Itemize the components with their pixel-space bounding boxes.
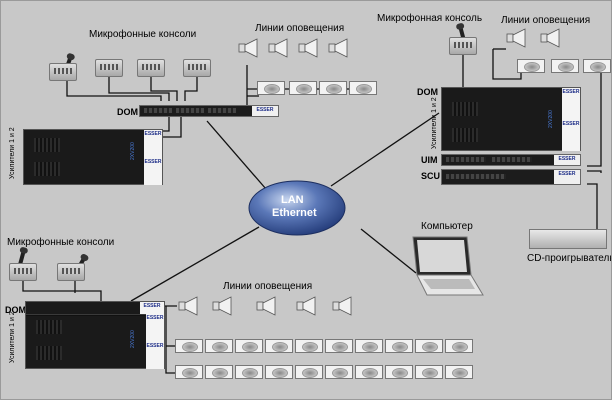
ceiling-speaker-icon bbox=[349, 81, 377, 95]
ethernet-label: Ethernet bbox=[272, 207, 317, 219]
dom-label-top-right: DOM bbox=[417, 87, 438, 97]
ceiling-speaker-icon bbox=[583, 59, 611, 73]
ceiling-speaker-icon bbox=[265, 339, 293, 353]
model-tag: 2XV200 bbox=[548, 110, 554, 128]
brand-tag: ESSER bbox=[562, 88, 580, 120]
brand-tag: ESSER bbox=[146, 314, 164, 342]
mic-console-1 bbox=[49, 63, 77, 81]
lines-label-top-right: Линии оповещения bbox=[501, 15, 591, 26]
amplifier-rack-top-left: ESSER ESSER 2XV200 bbox=[23, 129, 163, 185]
lan-link-computer bbox=[360, 228, 417, 274]
ceiling-speaker-icon bbox=[205, 365, 233, 379]
scu-module: ESSER bbox=[441, 169, 581, 185]
ceiling-speaker-icon bbox=[445, 365, 473, 379]
brand-tag: ESSER bbox=[144, 130, 162, 158]
brand-tag: ESSER bbox=[144, 158, 162, 185]
ceiling-speaker-icon bbox=[257, 81, 285, 95]
consoles-label-bottom-left: Микрофонные консоли bbox=[7, 237, 115, 248]
brand-tag: ESSER bbox=[554, 170, 580, 184]
uim-label: UIM bbox=[421, 155, 438, 165]
ceiling-speaker-icon bbox=[265, 365, 293, 379]
ceiling-speaker-icon bbox=[175, 365, 203, 379]
computer-label: Компьютер bbox=[421, 221, 473, 232]
mic-console-4 bbox=[183, 59, 211, 77]
ceiling-speaker-icon bbox=[385, 339, 413, 353]
brand-tag: ESSER bbox=[140, 302, 164, 314]
ceiling-speaker-icon bbox=[385, 365, 413, 379]
amplifier-rack-bottom: ESSER ESSER ESSER 2XV200 bbox=[25, 301, 165, 369]
ceiling-speaker-icon bbox=[295, 339, 323, 353]
amps-label-top-right: Усилители 1 и 2 bbox=[431, 97, 438, 149]
consoles-label-top-left: Микрофонные консоли bbox=[89, 29, 197, 40]
lan-link-bottom-left bbox=[130, 226, 260, 302]
lines-label-bottom: Линии оповещения bbox=[223, 281, 313, 292]
ceiling-speaker-icon bbox=[445, 339, 473, 353]
cd-player-label: CD-проигрыватель bbox=[527, 253, 612, 264]
mic-console-2 bbox=[95, 59, 123, 77]
ceiling-speaker-icon bbox=[235, 339, 263, 353]
model-tag: 2XV200 bbox=[130, 142, 136, 160]
ceiling-speaker-icon bbox=[551, 59, 579, 73]
dom-label-top-left: DOM bbox=[117, 107, 138, 117]
brand-tag: ESSER bbox=[252, 106, 278, 116]
ceiling-speaker-icon bbox=[205, 339, 233, 353]
ceiling-speaker-icon bbox=[175, 339, 203, 353]
amplifier-rack-top-right: ESSER ESSER 2XV200 bbox=[441, 87, 581, 151]
ceiling-speaker-icon bbox=[289, 81, 317, 95]
cd-player-icon bbox=[529, 229, 607, 249]
brand-tag: ESSER bbox=[554, 155, 580, 165]
ceiling-speaker-icon bbox=[355, 339, 383, 353]
ceiling-speaker-icon bbox=[325, 365, 353, 379]
mic-console-3 bbox=[137, 59, 165, 77]
console-label-top-right: Микрофонная консоль bbox=[377, 13, 483, 24]
mic-console-top-right bbox=[449, 37, 477, 55]
amps-label-bottom: Усилители 1 и 2 bbox=[9, 311, 16, 363]
scu-label: SCU bbox=[421, 171, 441, 181]
ceiling-speaker-icon bbox=[355, 365, 383, 379]
ceiling-speaker-icon bbox=[319, 81, 347, 95]
laptop-icon bbox=[412, 236, 484, 296]
ceiling-speaker-icon bbox=[517, 59, 545, 73]
brand-tag: ESSER bbox=[562, 120, 580, 151]
lines-label-top-left: Линии оповещения bbox=[255, 23, 345, 34]
uim-module: ESSER bbox=[441, 154, 581, 166]
ceiling-speaker-icon bbox=[415, 365, 443, 379]
brand-tag: ESSER bbox=[146, 342, 164, 369]
lan-ellipse bbox=[248, 180, 346, 236]
lan-label: LAN bbox=[281, 194, 304, 206]
dom-module-top-left: ESSER bbox=[139, 105, 279, 117]
amps-label-top-left: Усилители 1 и 2 bbox=[9, 127, 16, 179]
model-tag: 2XV200 bbox=[130, 330, 136, 348]
horn-speakers bbox=[178, 28, 560, 316]
ceiling-speaker-icon bbox=[415, 339, 443, 353]
mic-console-bottom-2 bbox=[57, 263, 85, 281]
ceiling-speaker-icon bbox=[325, 339, 353, 353]
lan-link-top-right bbox=[330, 112, 440, 187]
mic-console-bottom-1 bbox=[9, 263, 37, 281]
ceiling-speaker-icon bbox=[235, 365, 263, 379]
dom-label-bottom: DOM bbox=[5, 305, 26, 315]
lan-link-top-left bbox=[206, 120, 267, 190]
ceiling-speaker-icon bbox=[295, 365, 323, 379]
